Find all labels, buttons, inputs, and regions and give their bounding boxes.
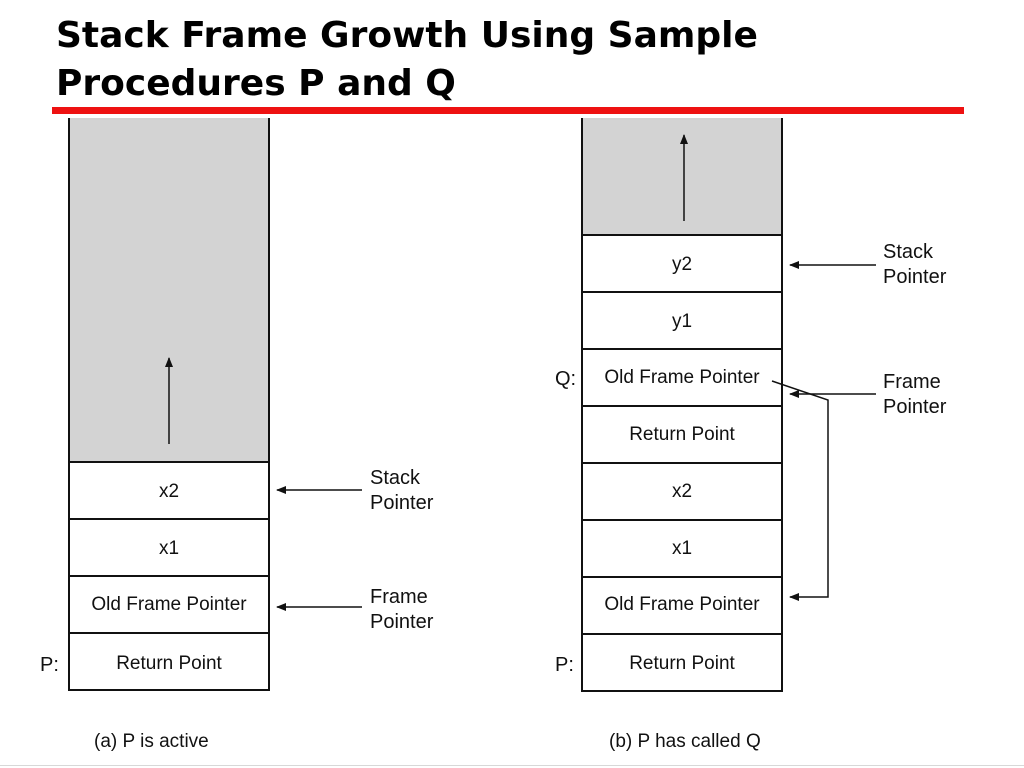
- stack-a-cell-x2: x2: [68, 461, 270, 520]
- stack-a-frame-pointer-label: Frame Pointer: [370, 586, 434, 633]
- svg-text:Old Frame Pointer: Old Frame Pointer: [91, 594, 247, 615]
- slide-title-line-1: Stack Frame Growth Using Sample: [56, 15, 758, 56]
- stack-b-cell-return-point-q: Return Point: [581, 405, 783, 464]
- stack-b-cell-y1: y1: [581, 291, 783, 350]
- stack-b-q-label: Q:: [555, 368, 576, 390]
- stack-b: y2 y1 Old Frame Pointer Return Point x2 …: [555, 118, 947, 752]
- svg-text:Return Point: Return Point: [116, 653, 222, 674]
- svg-text:y2: y2: [672, 254, 692, 275]
- svg-text:y1: y1: [672, 311, 692, 332]
- svg-text:x2: x2: [672, 481, 692, 502]
- stack-b-cell-old-frame-pointer-q: Old Frame Pointer: [581, 348, 783, 407]
- stack-a-caption: (a) P is active: [94, 731, 209, 752]
- stack-b-free-area: [582, 118, 782, 235]
- slide-title: Stack Frame Growth Using Sample Procedur…: [56, 12, 956, 108]
- stack-b-cell-x2: x2: [581, 462, 783, 521]
- svg-text:x2: x2: [159, 481, 179, 502]
- stack-b-cell-return-point-p: Return Point: [581, 633, 783, 692]
- svg-text:x1: x1: [672, 538, 692, 559]
- svg-text:Return Point: Return Point: [629, 653, 735, 674]
- slide-title-line-2: Procedures P and Q: [56, 63, 456, 104]
- stack-b-cell-x1: x1: [581, 519, 783, 578]
- stack-b-p-label: P:: [555, 654, 574, 676]
- stack-a: x2 x1 Old Frame Pointer Return Point P: …: [40, 118, 434, 752]
- svg-text:Old Frame Pointer: Old Frame Pointer: [604, 367, 760, 388]
- stack-b-stack-pointer-label: Stack Pointer: [883, 241, 947, 288]
- stack-b-cell-y2: y2: [581, 234, 783, 293]
- stack-a-cell-old-frame-pointer: Old Frame Pointer: [68, 575, 270, 634]
- footer-divider: [0, 765, 1024, 766]
- svg-text:Return Point: Return Point: [629, 424, 735, 445]
- svg-text:x1: x1: [159, 538, 179, 559]
- stack-b-old-frame-pointer-link: [771, 380, 829, 601]
- stack-a-stack-pointer-label: Stack Pointer: [370, 467, 434, 514]
- stack-b-frame-pointer-label: Frame Pointer: [883, 371, 947, 418]
- stack-a-cell-return-point: Return Point: [68, 632, 270, 691]
- stack-a-cell-x1: x1: [68, 518, 270, 577]
- stack-b-caption: (b) P has called Q: [609, 731, 761, 752]
- title-divider: [52, 107, 964, 114]
- svg-text:Old Frame Pointer: Old Frame Pointer: [604, 594, 760, 615]
- stack-a-procedure-label: P:: [40, 654, 59, 676]
- stack-b-cell-old-frame-pointer-p: Old Frame Pointer: [581, 576, 783, 635]
